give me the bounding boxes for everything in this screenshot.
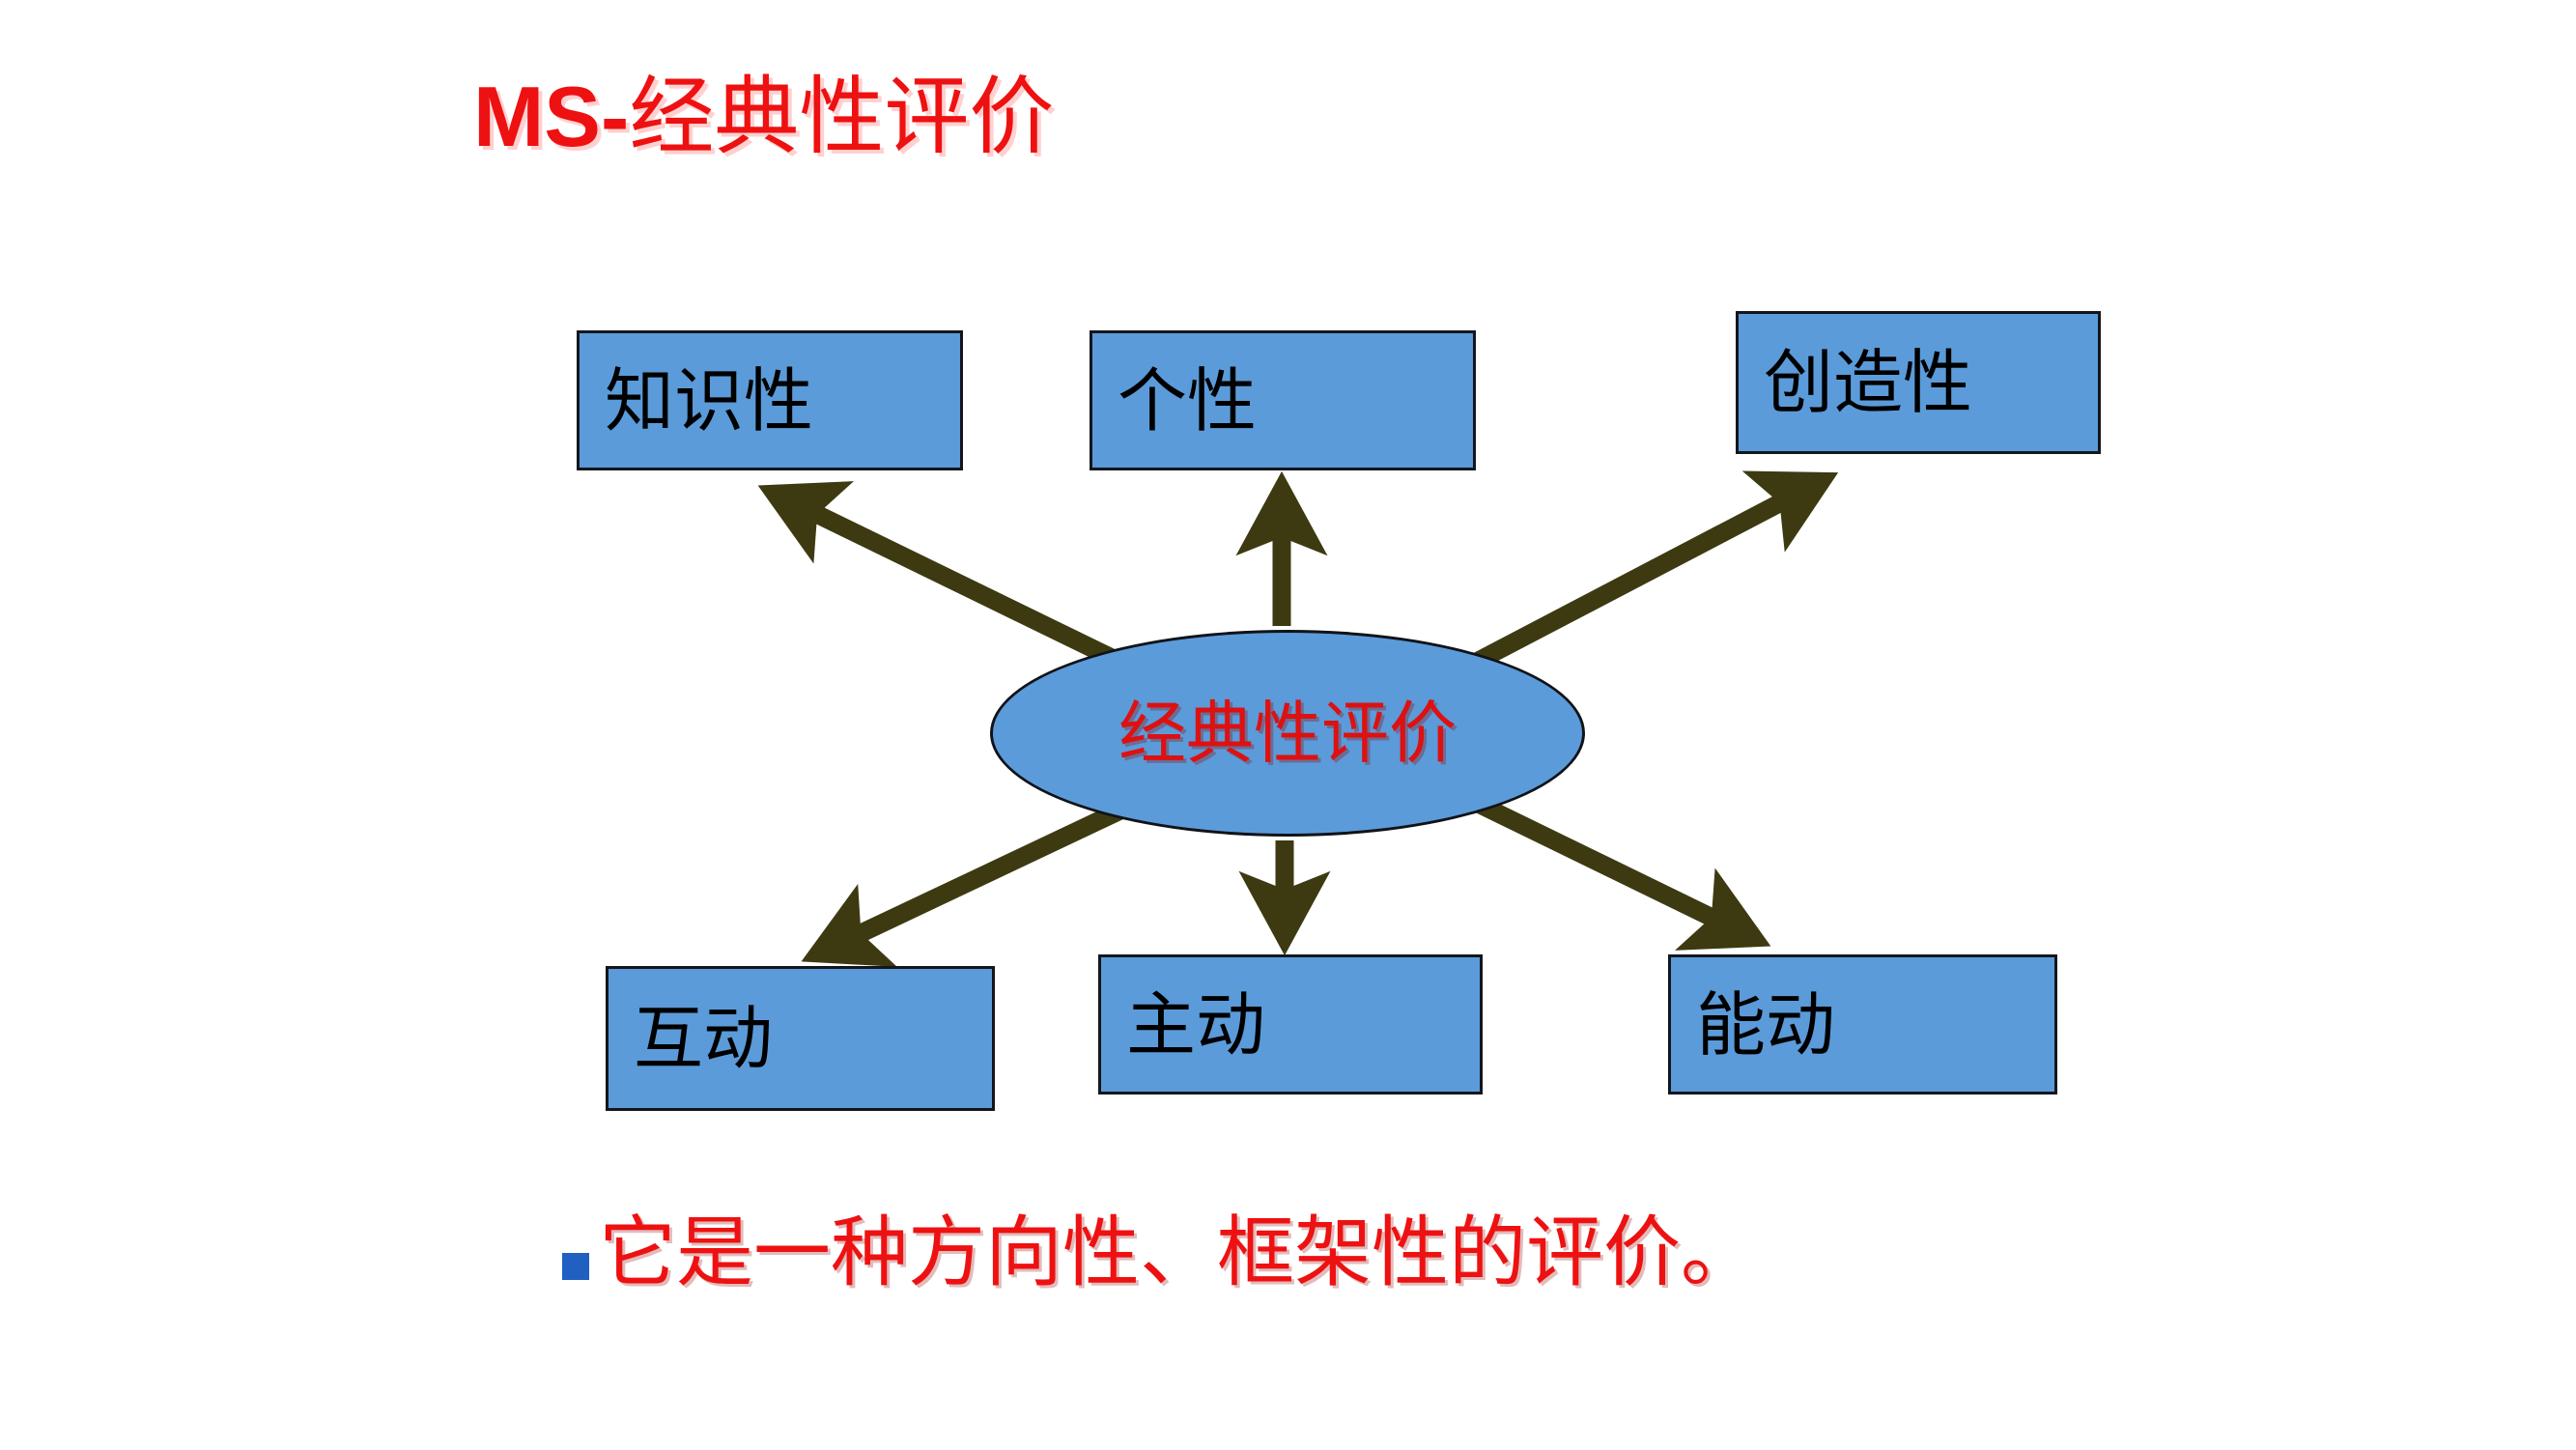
node-box-gexing[interactable]: 个性 bbox=[1090, 330, 1476, 470]
bullet-caption: 它是一种方向性、框架性的评价。 bbox=[562, 1212, 1758, 1294]
node-box-hudong[interactable]: 互动 bbox=[606, 966, 995, 1111]
node-label-zhudong: 主动 bbox=[1126, 983, 1266, 1066]
page-title: MS-经典性评价 bbox=[473, 69, 1054, 164]
page-title-latin: MS- bbox=[473, 69, 630, 164]
node-label-nengdong: 能动 bbox=[1696, 983, 1836, 1066]
arrow-to-zhishixing bbox=[757, 481, 1154, 685]
node-box-chuangzaoxing[interactable]: 创造性 bbox=[1736, 311, 2101, 454]
arrow-to-chuangzaoxing bbox=[1444, 470, 1839, 685]
page-title-han: 经典性评价 bbox=[629, 67, 1055, 166]
square-bullet-icon bbox=[562, 1253, 589, 1280]
center-ellipse-label: 经典性评价 bbox=[1118, 694, 1457, 773]
node-label-zhishixing: 知识性 bbox=[605, 359, 814, 441]
arrow-to-hudong bbox=[801, 783, 1164, 967]
node-box-nengdong[interactable]: 能动 bbox=[1668, 954, 2057, 1095]
node-label-gexing: 个性 bbox=[1118, 359, 1258, 441]
node-box-zhudong[interactable]: 主动 bbox=[1098, 954, 1483, 1095]
node-label-hudong: 互动 bbox=[634, 998, 774, 1079]
center-ellipse-node[interactable]: 经典性评价 bbox=[990, 630, 1585, 837]
arrow-to-nengdong bbox=[1454, 785, 1771, 951]
node-label-chuangzaoxing: 创造性 bbox=[1764, 342, 1973, 423]
bullet-caption-text: 它是一种方向性、框架性的评价。 bbox=[599, 1208, 1758, 1297]
node-box-zhishixing[interactable]: 知识性 bbox=[577, 330, 963, 470]
